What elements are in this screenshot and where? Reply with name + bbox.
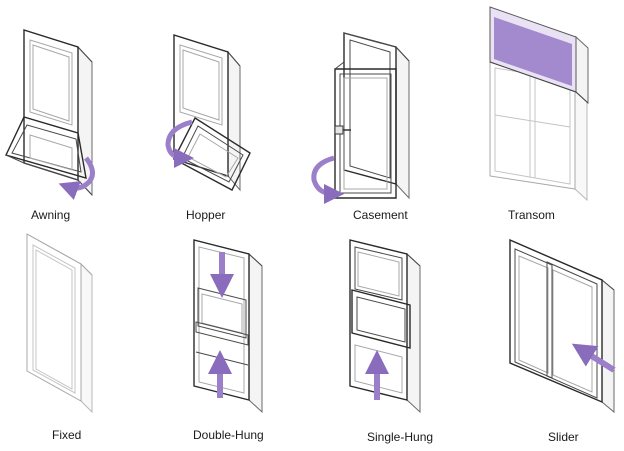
slider-left-arrow [571,343,616,373]
hopper-label: Hopper [186,208,226,222]
transom-window-illustration [489,6,589,202]
double-hung-label: Double-Hung [193,428,264,442]
single-hung-label: Single-Hung [367,430,434,444]
slider-window-illustration [509,238,615,414]
fixed-label: Fixed [52,428,82,442]
casement-label: Casement [353,208,408,222]
transom-label: Transom [508,208,555,222]
awning-window-illustration [5,29,93,197]
casement-window-illustration [334,32,410,200]
awning-open-arrow [58,156,95,200]
double-hung-window-illustration [193,239,263,414]
awning-label: Awning [31,208,71,222]
hopper-window-illustration [173,34,251,192]
fixed-window-illustration [26,233,93,414]
single-hung-window-illustration [349,239,421,414]
casement-open-arrow [311,155,344,204]
slider-label: Slider [548,430,579,444]
transom-glass-panel [494,17,572,86]
hopper-open-arrow [165,119,194,168]
